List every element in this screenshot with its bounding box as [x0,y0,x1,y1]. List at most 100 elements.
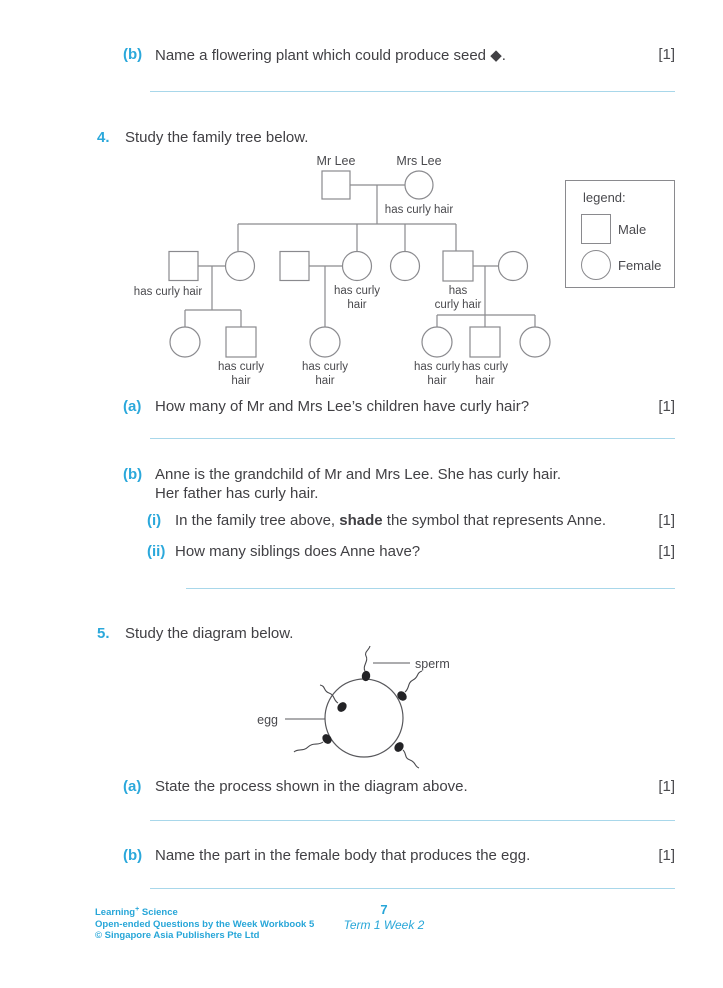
question-5b-text: Name the part in the female body that pr… [155,847,531,864]
answer-line-3b [150,91,675,92]
tree-node-g3-right-son [469,326,501,358]
question-5-number: 5. [97,625,110,642]
tree-node-g2-husband2 [279,250,310,282]
answer-line-5b [150,888,675,889]
tree-label-mrs-lee: Mrs Lee [396,154,441,168]
egg-cell [324,678,404,758]
legend-female-label: Female [618,258,662,273]
tree-label-g3-left-son-trait-line1: has curly [218,361,264,373]
tree-label-g2-daughter2-trait-line1: has curly [334,285,380,297]
tree-node-g3-right-daughter2 [519,326,551,358]
tree-label-g3-right-daughter1-trait-line2: hair [427,375,446,387]
question-3b-row: (b) Name a flowering plant which could p… [0,46,723,66]
tree-label-mrs-lee-trait: has curly hair [385,204,454,216]
footer-brand-subject: Science [139,907,178,919]
tree-node-g2-daughter2 [341,250,373,282]
question-4bii-row: (ii) How many siblings does Anne have? [… [0,543,723,563]
sperm-head-left [337,702,347,712]
tree-label-g3-mid-daughter-trait-line1: has curly [302,361,348,373]
question-5a-label: (a) [123,778,142,795]
question-5a-row: (a) State the process shown in the diagr… [0,778,723,798]
question-4bii-label: (ii) [147,543,166,560]
sperm-tail-top [363,645,371,672]
tree-node-mrs-lee [404,170,434,200]
question-5b-label: (b) [123,847,143,864]
question-5b-row: (b) Name the part in the female body tha… [0,847,723,867]
sperm-head-lower-right [394,742,404,752]
question-4b-text-line2: Her father has curly hair. [155,485,319,502]
tree-label-mr-lee: Mr Lee [317,154,356,168]
page-number: 7 [380,902,388,917]
sperm-tail-left [319,684,339,704]
sperm-label: sperm [415,657,450,671]
legend-male-label: Male [618,222,647,237]
legend-title: legend: [583,190,626,205]
question-4b-row: (b) Anne is the grandchild of Mr and Mrs… [0,466,723,486]
tree-node-g3-left-daughter [169,326,201,358]
egg-label: egg [257,713,278,727]
question-4bii-marks: [1] [658,543,675,560]
footer-publisher-block: Learning+ Science Open-ended Questions b… [95,904,314,942]
question-4a-row: (a) How many of Mr and Mrs Lee’s childre… [0,398,723,418]
question-5-prompt: Study the diagram below. [125,625,294,642]
footer-series-title: Open-ended Questions by the Week Workboo… [95,918,315,930]
sperm-head-upper-right [397,691,407,701]
question-4bi-label: (i) [147,512,162,529]
footer-copyright: © Singapore Asia Publishers Pte Ltd [95,930,260,942]
tree-node-g2-wife4 [497,250,529,282]
question-4bii-text: How many siblings does Anne have? [175,543,421,560]
tree-label-g3-right-son-trait-line2: hair [475,375,494,387]
question-3b-label: (b) [123,46,143,63]
question-5-row: 5. Study the diagram below. [0,625,723,645]
question-4b-row2: Her father has curly hair. [0,485,723,505]
answer-line-5a [150,820,675,821]
sperm-tail-upper-right [404,670,423,693]
sperm-head-lower-left [322,734,332,744]
answer-line-4bii [186,588,675,589]
sperm-head-top [361,670,371,682]
answer-line-4a [150,438,675,439]
question-4a-text: How many of Mr and Mrs Lee’s children ha… [155,398,530,415]
question-4bi-marks: [1] [658,512,675,529]
question-4bi-text: In the family tree above, shade the symb… [175,512,606,529]
tree-label-g2-husband1-trait: has curly hair [134,286,203,298]
footer-week: Term 1 Week 2 [343,918,425,932]
question-3b-text: Name a flowering plant which could produ… [155,47,506,64]
question-4bi-text-bold: shade [339,512,383,529]
family-tree-diagram: Mr Lee Mrs Lee has curly hair has curly … [134,154,551,387]
tree-label-g3-left-son-trait-line2: hair [231,375,250,387]
tree-label-g2-son4-trait-line2: curly hair [435,299,482,311]
question-3b-marks: [1] [658,46,675,63]
question-4b-text-line1: Anne is the grandchild of Mr and Mrs Lee… [155,466,562,483]
tree-connector-lines [184,184,536,327]
tree-node-g3-right-daughter1 [421,326,453,358]
tree-node-g3-mid-daughter [309,326,341,358]
tree-node-g2-husband1 [168,250,199,282]
question-4a-marks: [1] [658,398,675,415]
footer-brand: Learning+ Science [95,904,314,919]
tree-node-g2-daughter1 [224,250,256,282]
question-4-prompt: Study the family tree below. [125,129,309,146]
footer-page-block: 7 Term 1 Week 2 [324,902,444,932]
sperm-tail-lower-left [293,741,324,753]
footer-brand-name: Learning [95,907,136,919]
question-4a-label: (a) [123,398,142,415]
question-4bi-text-post: the symbol that represents Anne. [382,512,607,529]
footer-brand-plus: + [135,906,140,913]
question-4bi-text-pre: In the family tree above, [175,512,340,529]
question-5b-marks: [1] [658,847,675,864]
legend-female-symbol [581,250,611,280]
tree-label-g3-mid-daughter-trait-line2: hair [315,375,334,387]
legend-box: legend: Male Female [565,180,675,288]
question-4-number: 4. [97,129,110,146]
tree-node-g2-son4 [442,250,474,282]
tree-label-g2-son4-trait-line1: has [449,285,468,297]
fertilization-diagram: sperm egg [257,645,450,769]
legend-male-symbol [581,214,611,244]
question-4bi-row: (i) In the family tree above, shade the … [0,512,723,532]
question-4-row: 4. Study the family tree below. [0,129,723,149]
tree-label-g2-daughter2-trait-line2: hair [347,299,366,311]
question-5a-text: State the process shown in the diagram a… [155,778,468,795]
question-5a-marks: [1] [658,778,675,795]
tree-node-g2-daughter3 [389,250,421,282]
